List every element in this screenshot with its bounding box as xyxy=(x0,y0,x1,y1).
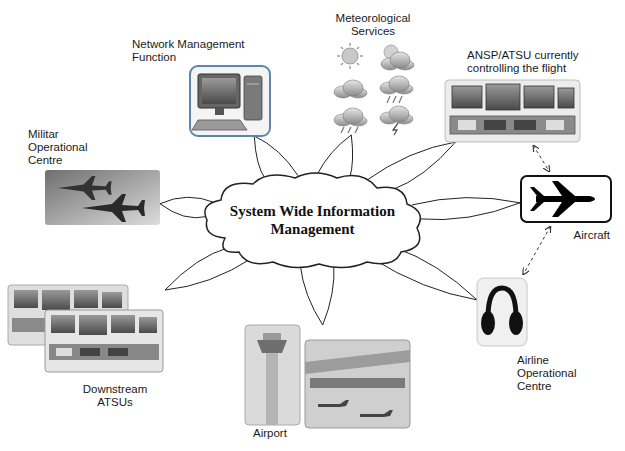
link-loop xyxy=(412,198,520,220)
control-console-image xyxy=(445,80,580,142)
picture-node: Downstream ATSUs xyxy=(5,283,165,373)
node-label: Aircraft xyxy=(574,229,610,242)
link-loop xyxy=(300,264,334,325)
link-loop xyxy=(365,142,455,190)
picture-node: Meteorological Services xyxy=(330,42,415,135)
link-loop xyxy=(317,135,353,178)
datalink-arrow xyxy=(533,145,549,171)
cloud-title: System Wide Information Management xyxy=(223,202,403,238)
node-label: Meteorological Services xyxy=(318,12,428,38)
node-label: Airline Operational Centre xyxy=(517,354,597,393)
picture-node: ANSP/ATSU currently controlling the flig… xyxy=(445,80,580,142)
console-image xyxy=(8,285,163,372)
node-label: Downstream ATSUs xyxy=(75,383,155,409)
aircraft-box: Aircraft xyxy=(520,175,612,223)
picture-node: Airline Operational Centre xyxy=(477,278,527,346)
picture-node: Militar Operational Centre xyxy=(45,170,160,225)
node-label: Network Management Function xyxy=(132,38,254,64)
headset-icon xyxy=(477,278,527,346)
airport-image xyxy=(245,325,410,428)
weather-icons xyxy=(334,43,414,135)
aircraft-icon xyxy=(530,181,595,217)
computer-icon xyxy=(190,66,270,136)
cloud-node: System Wide Information Management xyxy=(195,168,430,272)
node-label: Militar Operational Centre xyxy=(28,128,102,167)
link-loop xyxy=(254,136,298,180)
datalink-arrow xyxy=(523,227,550,275)
picture-node: Network Management Function xyxy=(190,66,270,136)
node-label: Airport xyxy=(253,427,313,440)
fighter-jets-image xyxy=(45,170,160,225)
node-label: ANSP/ATSU currently controlling the flig… xyxy=(467,49,607,75)
picture-node: Airport xyxy=(245,325,410,425)
cloud-outline xyxy=(195,168,430,272)
